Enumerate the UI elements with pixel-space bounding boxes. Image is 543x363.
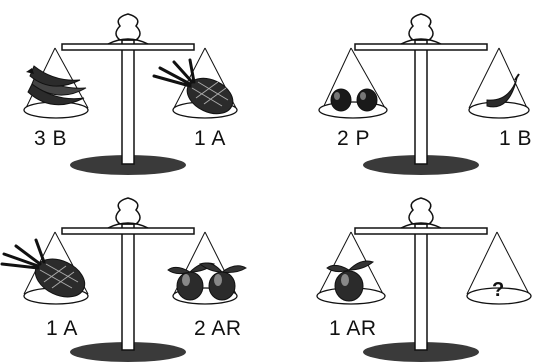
pineapple-icon	[152, 58, 234, 115]
left-pan-label: 2 P	[337, 127, 371, 150]
left-pan-label: 1 A	[46, 317, 78, 340]
plums-icon	[330, 88, 378, 112]
scale-3: 1 A 2 AR	[0, 182, 272, 363]
question-mark: ?	[492, 279, 505, 301]
balance-scale-3-icon	[0, 197, 247, 362]
apricots-icon	[167, 262, 247, 301]
balance-scale-4-icon	[316, 197, 532, 362]
pineapple-icon	[0, 238, 86, 298]
scale-4: ? 1 AR	[271, 182, 543, 363]
balance-scale-1-icon	[23, 13, 238, 175]
banana-icon	[486, 73, 520, 108]
right-pan-label: 2 AR	[194, 317, 242, 340]
left-pan-label: 3 B	[34, 127, 68, 150]
left-pan-label: 1 AR	[329, 317, 377, 340]
scale-2: 2 P 1 B	[271, 0, 543, 182]
apricot-icon	[326, 260, 375, 302]
balance-scale-2-icon	[318, 13, 530, 175]
right-pan-label: 1 B	[499, 127, 533, 150]
right-pan-label: 1 A	[194, 127, 226, 150]
bananas-icon	[26, 65, 87, 106]
scale-1: 3 B 1 A	[0, 0, 272, 182]
